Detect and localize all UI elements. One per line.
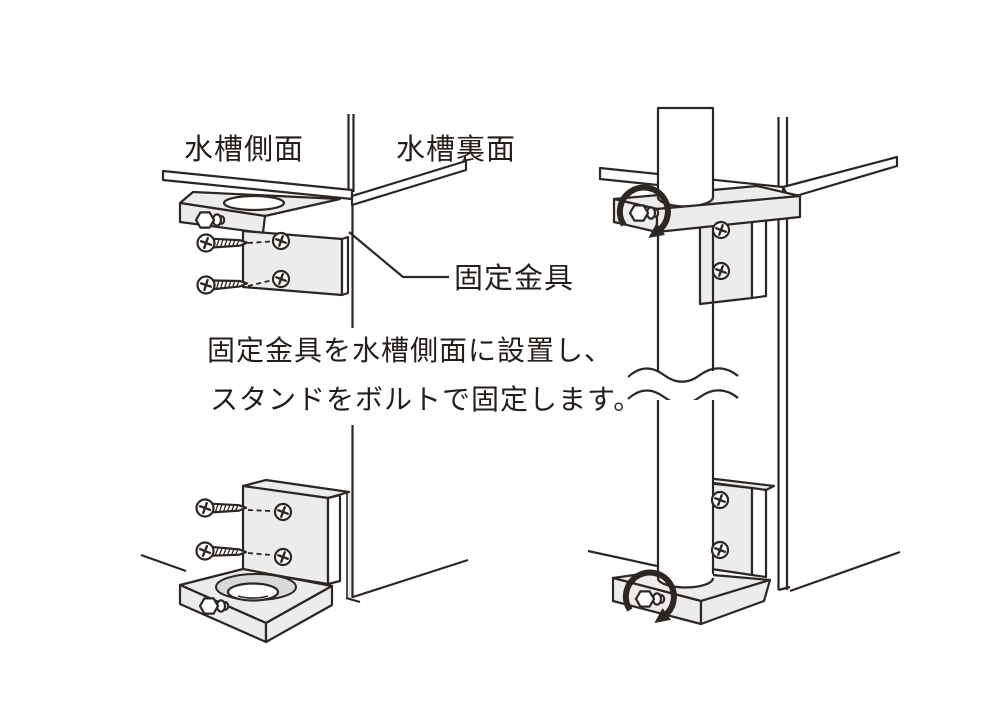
screw-hole-icon (273, 502, 293, 522)
bracket-leader-line (348, 231, 449, 279)
right-view (587, 106, 901, 626)
screw-hole-icon (711, 220, 731, 240)
base-right-face (699, 578, 772, 626)
tank-back-top-edge (781, 155, 899, 200)
pole-hole (222, 194, 286, 212)
break-wave-lines (627, 367, 739, 405)
screw-icon (195, 541, 248, 563)
hex-bolt-icon (628, 204, 660, 222)
hex-bolt-icon (194, 211, 226, 229)
screw-hole-icon (710, 490, 730, 510)
floor-line (789, 550, 901, 593)
screw-hole-icon (271, 269, 291, 289)
floor-line (587, 549, 658, 568)
stand-pole (656, 106, 715, 208)
floor-line (140, 553, 187, 573)
bracket-plate-front (655, 194, 802, 234)
screw-hole-icon (710, 540, 730, 560)
screw-hole-icon (711, 261, 731, 281)
label-tank-side: 水槽側面 (184, 132, 305, 166)
bracket-vertical-plate (241, 484, 330, 586)
screw-hole-icon (271, 231, 291, 251)
label-fixing-bracket: 固定金具 (454, 261, 575, 295)
label-tank-back: 水槽裏面 (396, 132, 517, 166)
bottom-left-view (140, 425, 469, 644)
tank-corner-edge (347, 114, 355, 328)
stand-pole (658, 400, 713, 588)
base-right-face (264, 584, 334, 644)
screw-icon (196, 233, 249, 253)
tank-back-top-edge (350, 159, 468, 207)
screw-hole-icon (273, 547, 293, 567)
top-left-view (161, 114, 468, 328)
screw-icon (195, 498, 248, 518)
screw-icon (196, 273, 249, 295)
caption-line-1: 固定金具を水槽側面に設置し、 (207, 334, 614, 367)
bracket-side-face (326, 493, 342, 586)
floor-line (352, 558, 469, 599)
bracket-vertical-plate (241, 229, 344, 297)
hex-bolt-icon (634, 590, 666, 608)
fixing-bracket-upper (178, 190, 350, 297)
hex-bolt-icon (198, 597, 230, 615)
fixing-bracket-lower (178, 478, 351, 644)
caption-line-2: スタンドをボルトで固定します。 (210, 383, 643, 416)
tank-panel-bottom-edge (345, 596, 361, 604)
bracket-side-face (340, 235, 350, 297)
